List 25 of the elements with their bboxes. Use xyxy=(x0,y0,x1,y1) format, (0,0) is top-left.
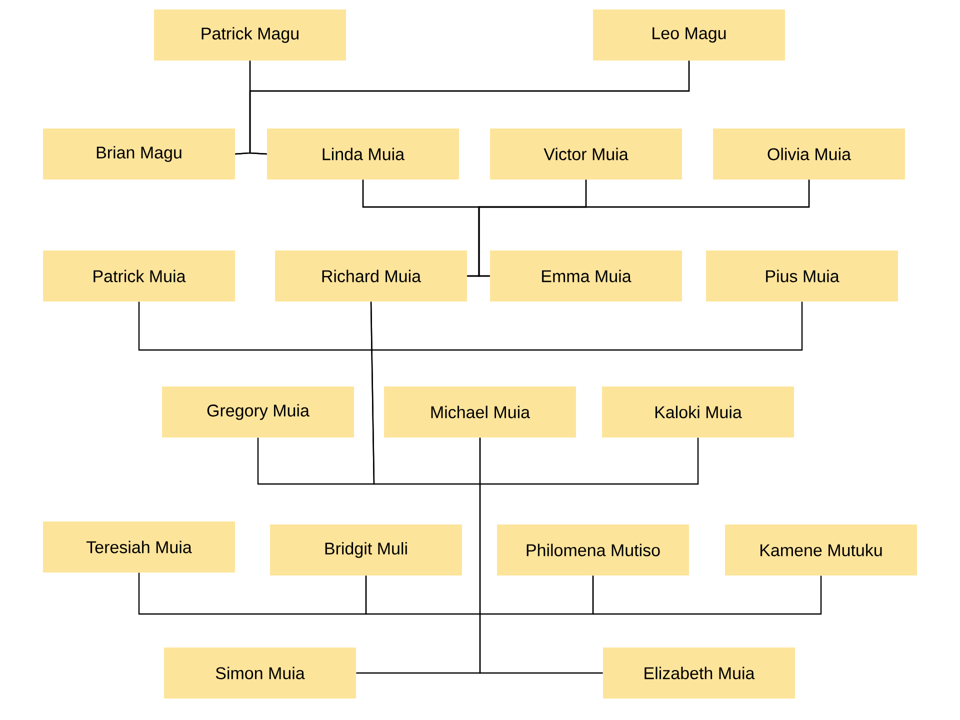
person-box: Kaloki Muia xyxy=(602,386,794,438)
connector-line xyxy=(370,302,699,485)
person-box: Emma Muia xyxy=(490,250,682,302)
person-box: Pius Muia xyxy=(706,250,898,302)
person-box: Patrick Muia xyxy=(43,250,235,302)
connector-line xyxy=(365,576,594,615)
person-box: Linda Muia xyxy=(267,128,459,180)
person-box: Patrick Magu xyxy=(154,10,346,60)
person-box: Gregory Muia xyxy=(162,386,354,438)
person-box: Simon Muia xyxy=(164,648,356,698)
person-box: Teresiah Muia xyxy=(43,522,235,572)
person-box: Michael Muia xyxy=(384,386,576,438)
person-box: Bridgit Muli xyxy=(270,524,462,576)
person-box: Elizabeth Muia xyxy=(603,648,795,698)
connector-line xyxy=(479,438,603,674)
person-box: Victor Muia xyxy=(490,128,682,180)
person-box: Olivia Muia xyxy=(713,128,905,180)
person-box: Leo Magu xyxy=(593,10,786,60)
connector-line xyxy=(138,572,367,615)
person-box: Richard Muia xyxy=(275,250,467,302)
person-box: Philomena Mutiso xyxy=(497,524,689,576)
connector-line xyxy=(138,302,803,351)
connector-line xyxy=(592,576,822,615)
person-box: Brian Magu xyxy=(43,128,235,180)
person-box: Kamene Mutuku xyxy=(725,524,918,576)
